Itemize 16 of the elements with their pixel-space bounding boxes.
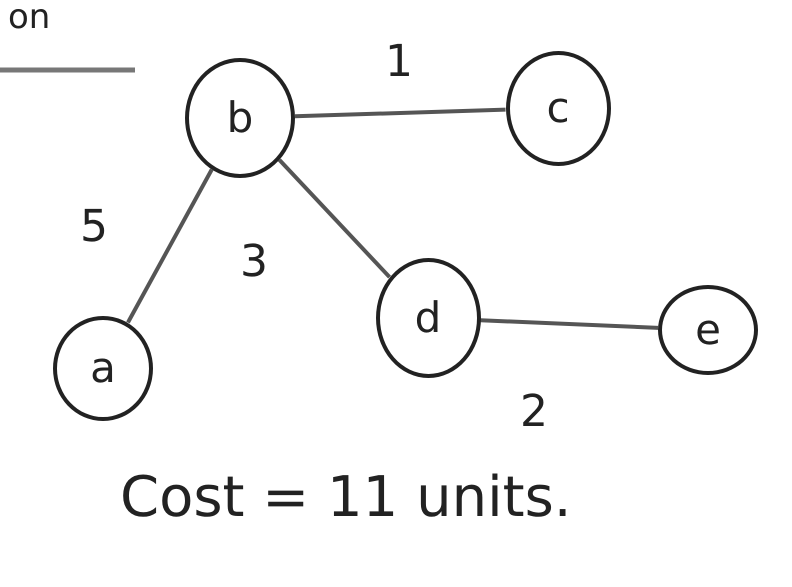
edge-line	[294, 108, 506, 118]
edge-line	[480, 318, 658, 330]
heading-fragment: on	[8, 0, 50, 34]
vertex-circle	[658, 285, 758, 375]
vertex-circle	[376, 258, 480, 378]
edge-line	[126, 168, 214, 324]
vertex-label: e	[695, 309, 721, 351]
vertex-circle	[506, 50, 610, 166]
vertex-circle	[185, 58, 295, 178]
vertex-label: c	[546, 87, 570, 129]
cost-note: Cost = 11 units.	[120, 470, 572, 526]
vertex-circle	[53, 316, 153, 420]
vertex-label: a	[90, 347, 116, 389]
edge-line	[278, 158, 392, 278]
vertex-label: b	[226, 97, 254, 139]
vertex-label: d	[414, 297, 442, 339]
